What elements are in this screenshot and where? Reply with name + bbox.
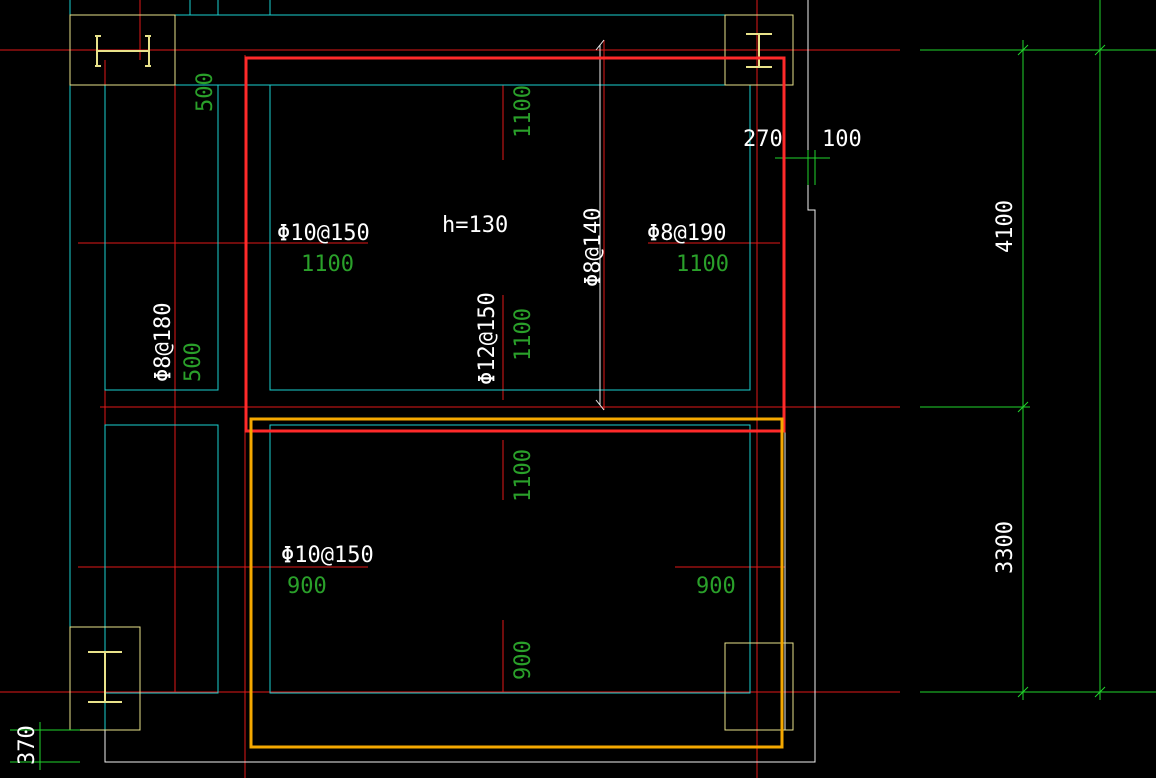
rebar-label-center-vertical: Φ8@140 — [581, 208, 606, 287]
extent-label-900-c: 900 — [511, 640, 536, 680]
dim-label-370: 370 — [15, 725, 40, 765]
rebar-hook-bottom — [595, 399, 605, 411]
extent-label-1100-d: 1100 — [511, 308, 536, 361]
dim-tick-407 — [1017, 401, 1029, 413]
rebar-label-top-left: Φ10@150 — [277, 221, 370, 246]
panel-left-lower — [104, 424, 219, 694]
selection-red[interactable] — [244, 56, 786, 433]
rebar-hook-top — [595, 39, 605, 51]
extent-label-1100-c: 1100 — [511, 85, 536, 138]
dim-tick-1100-50 — [1094, 44, 1106, 56]
dim-label-3300: 3300 — [993, 521, 1018, 574]
extent-label-500-b: 500 — [181, 342, 206, 382]
column-top-right — [724, 14, 794, 86]
rebar-label-left-strip: Φ8@180 — [151, 303, 176, 382]
panel-bottom-right — [269, 424, 751, 694]
selection-orange[interactable] — [249, 417, 784, 749]
rebar-label-bottom: Φ10@150 — [281, 543, 374, 568]
column-bottom-left — [69, 626, 141, 731]
dim-label-100: 100 — [822, 127, 862, 152]
steel-column-i-section-icon — [88, 33, 772, 703]
extent-label-1100-a: 1100 — [301, 252, 354, 277]
dim-tick-1100-692 — [1094, 686, 1106, 698]
slab-edge-outline — [104, 0, 816, 763]
columns — [69, 14, 794, 731]
axis-lines — [0, 0, 900, 778]
extent-label-1100-b: 1100 — [676, 252, 729, 277]
extent-label-1100-e: 1100 — [511, 449, 536, 502]
dim-tick-692 — [1017, 686, 1029, 698]
column-top-left — [69, 14, 176, 86]
i-section-bottom-left — [88, 651, 122, 703]
dim-label-270: 270 — [743, 127, 783, 152]
slab-edge — [104, 0, 816, 763]
rebar-label-center-bottom: Φ12@150 — [475, 292, 500, 385]
dimension-lines — [10, 0, 1156, 770]
extent-label-900-a: 900 — [287, 574, 327, 599]
slab-thickness-label: h=130 — [442, 213, 508, 238]
extent-label-500-a: 500 — [193, 72, 218, 112]
dim-label-4100: 4100 — [993, 200, 1018, 253]
i-section-top-left — [95, 35, 151, 67]
rebar-label-top-right: Φ8@190 — [647, 221, 726, 246]
column-bottom-right — [724, 642, 794, 731]
i-section-top-right — [746, 33, 772, 68]
dim-tick-50 — [1017, 44, 1029, 56]
extent-label-900-b: 900 — [696, 574, 736, 599]
rebar-lines — [595, 39, 605, 411]
